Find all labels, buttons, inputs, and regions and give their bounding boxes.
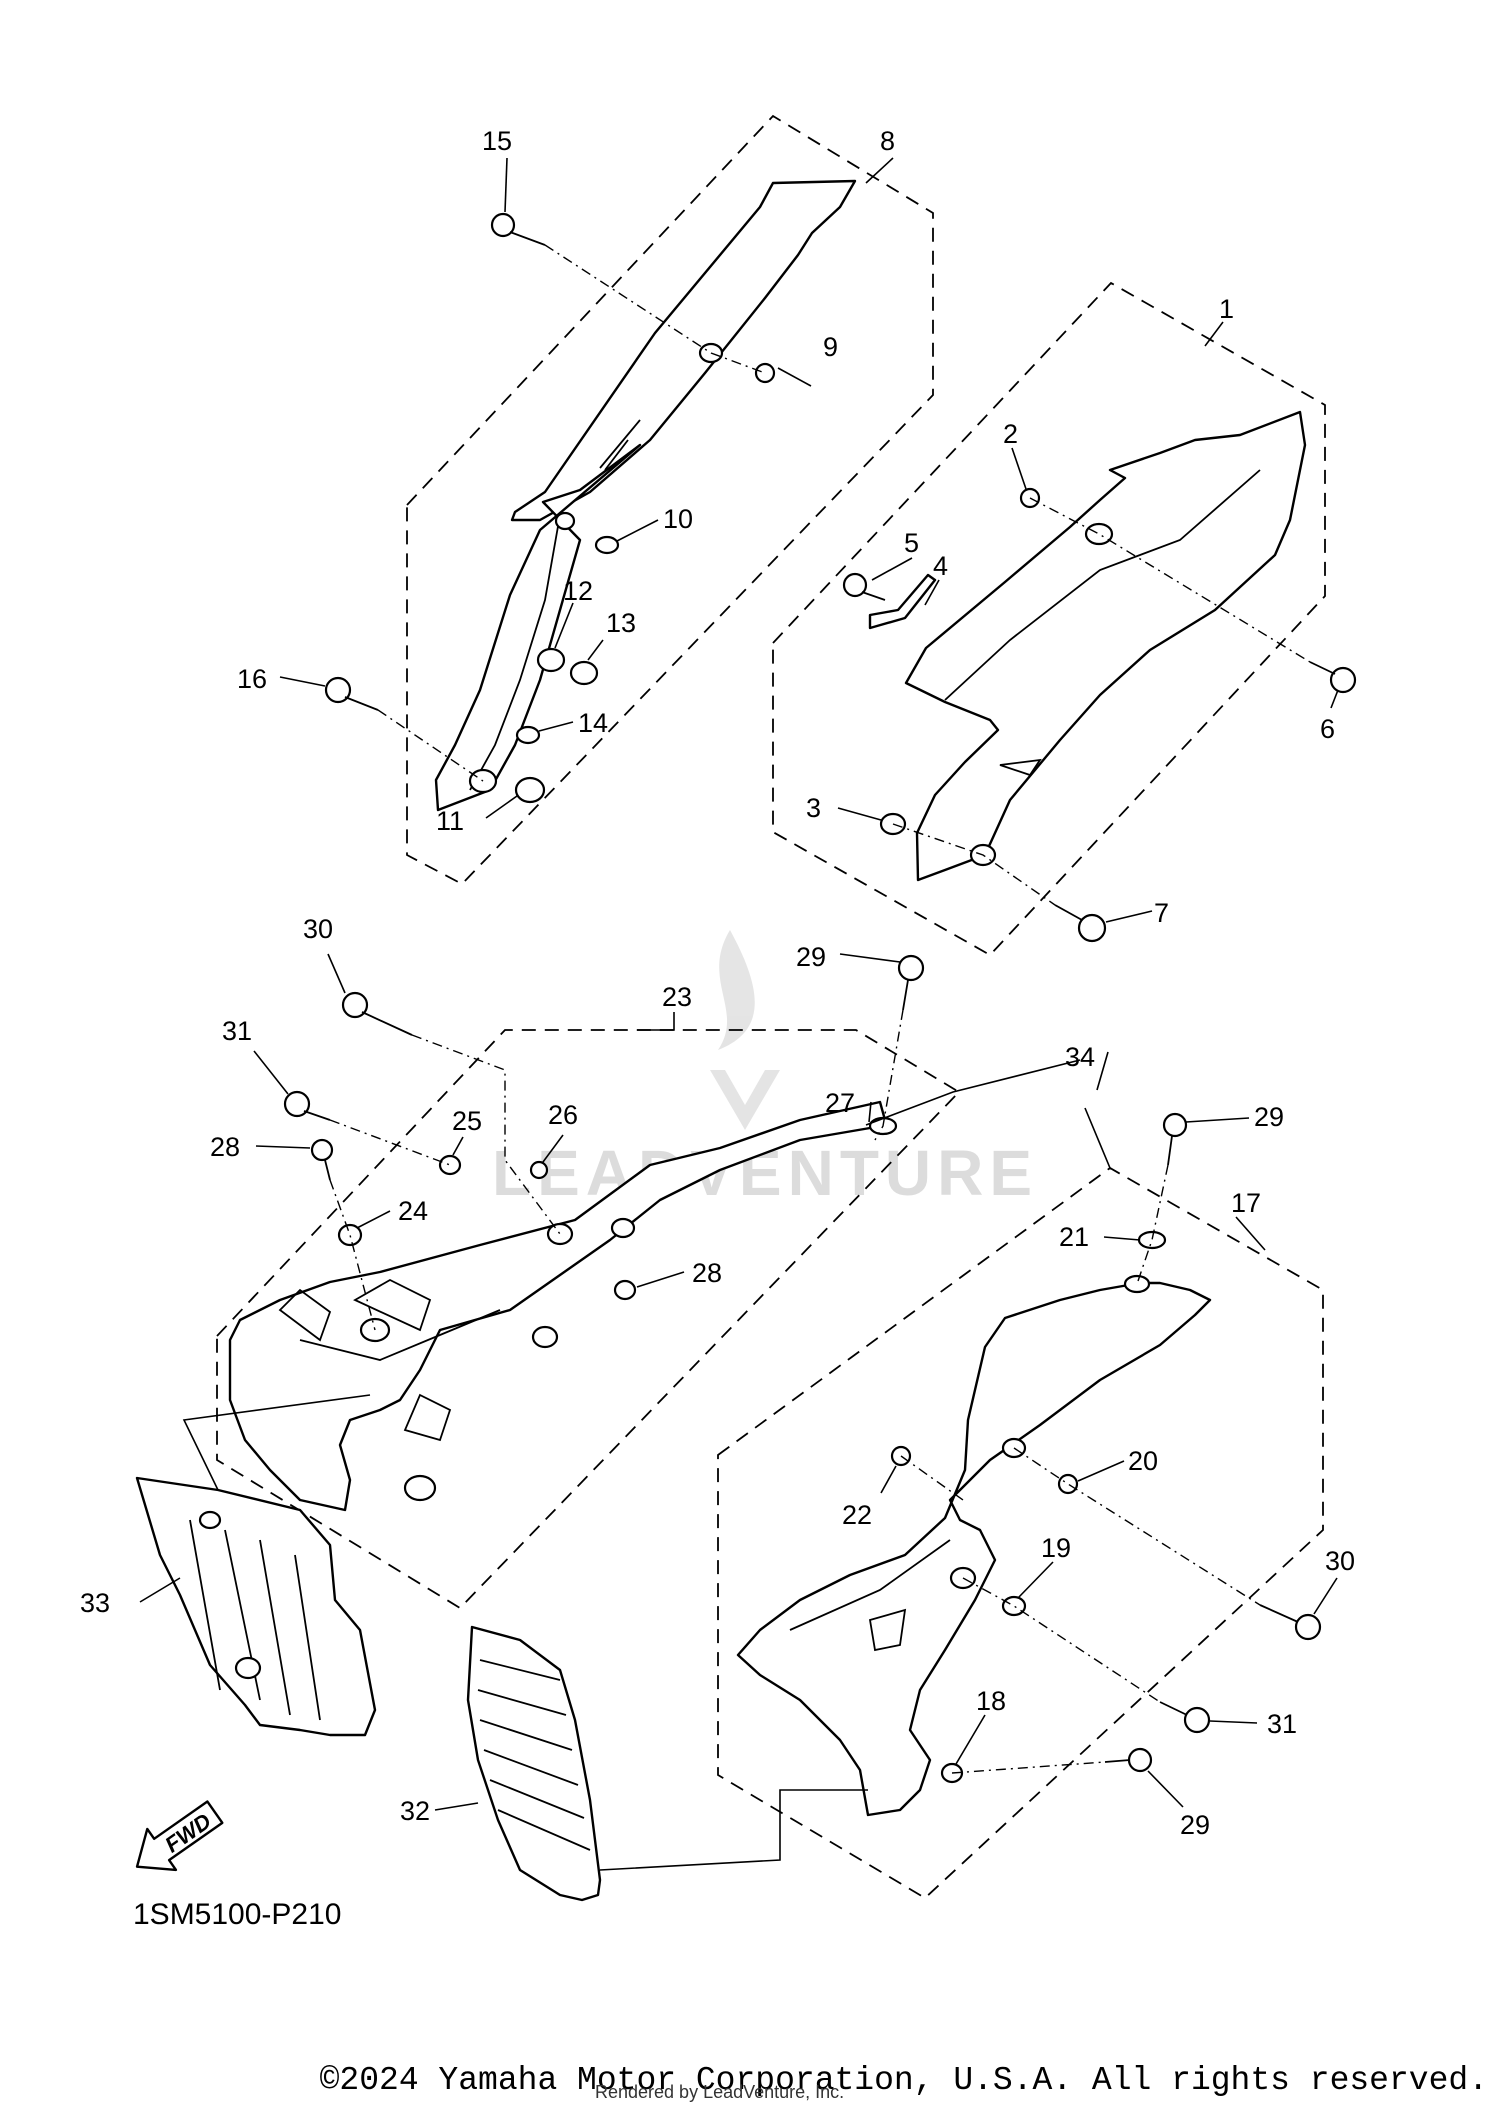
collar-28 [613,1279,637,1301]
bolt-6 [1309,661,1357,694]
callout-1: 1 [1219,294,1234,324]
callout-16: 16 [237,664,267,694]
washer-11 [514,776,546,804]
bracket-4 [868,573,937,630]
leader-lines [139,157,1339,1811]
assembly-axes [329,244,1311,1774]
part-34-scoop [228,1100,887,1512]
callout-28: 28 [692,1258,722,1288]
callout-29-lower: 29 [1180,1810,1210,1840]
collar-13 [569,660,599,686]
callout-20: 20 [1128,1446,1158,1476]
group-outline-1 [772,281,1326,957]
callout-17: 17 [1231,1188,1261,1218]
fwd-arrow-icon: FWD [135,1800,224,1872]
callout-5: 5 [904,528,919,558]
callout-13: 13 [606,608,636,638]
part-8-side-cover [434,179,857,812]
callout-30-lower: 30 [1325,1546,1355,1576]
callout-32: 32 [400,1796,430,1826]
callout-29-right: 29 [1254,1102,1284,1132]
nut-9 [754,362,776,384]
watermark: LEADVENTURE [492,930,1032,1209]
callout-29-left: 28 [210,1132,240,1162]
callout-31-upper: 31 [222,1016,252,1046]
bolt-30-upper [341,991,413,1036]
bolt-31-lower [1159,1701,1211,1734]
callout-23: 23 [662,982,692,1012]
group-outline-17 [717,1166,1324,1900]
collar-25 [438,1154,462,1176]
callout-7: 7 [1154,898,1169,928]
callout-4: 4 [933,551,948,581]
callout-6: 6 [1320,714,1335,744]
washer-19 [1001,1595,1027,1617]
callout-26: 26 [548,1100,578,1130]
callout-21: 21 [1059,1222,1089,1252]
nut-20 [1057,1473,1079,1495]
bolt-15 [490,212,546,246]
callout-14: 14 [578,708,608,738]
callout-27: 27 [825,1088,855,1118]
callout-19: 19 [1041,1533,1071,1563]
connector-33 [182,1394,371,1491]
bolt-31-upper [283,1090,331,1121]
callouts: 15 8 9 1 2 10 5 4 12 13 16 14 6 3 11 7 3… [80,126,1355,1840]
callout-31-lower: 31 [1267,1709,1297,1739]
grommet-24 [337,1223,363,1247]
callout-33: 33 [80,1588,110,1618]
washer-14 [515,725,541,745]
bolt-29-right [1162,1112,1188,1166]
callout-29-top: 29 [796,942,826,972]
bolt-30-lower [1259,1604,1322,1641]
grommet-12 [536,647,566,673]
washer-10 [594,535,620,555]
callout-8: 8 [880,126,895,156]
part-32-radiator-guard [466,1625,602,1902]
nut-26 [529,1160,549,1180]
callout-18: 18 [976,1686,1006,1716]
bolt-29-lower [1104,1747,1153,1773]
washer-21 [1137,1230,1167,1250]
callout-30-upper: 30 [303,914,333,944]
part-33-radiator-guard [135,1476,377,1737]
bolt-7 [1054,904,1107,943]
bolt-16 [324,676,379,711]
group-outline-23 [216,1029,961,1610]
diagram-code: 1SM5100-P210 [133,1898,342,1931]
callout-3: 3 [806,793,821,823]
part-1-side-cover [904,410,1307,882]
callout-11: 11 [436,806,464,836]
callout-9: 9 [823,332,838,362]
callout-12: 12 [563,576,593,606]
bolt-29-top [897,954,925,1011]
callout-22: 22 [842,1500,872,1530]
callout-25: 25 [452,1106,482,1136]
copyright-notice: ©2024 Yamaha Motor Corporation, U.S.A. A… [319,2062,1488,2099]
callout-2: 2 [1003,419,1018,449]
bolt-29-left [310,1138,334,1181]
callout-15: 15 [482,126,512,156]
callout-24: 24 [398,1196,428,1226]
callout-34: 34 [1065,1042,1095,1072]
connector-32 [599,1789,868,1871]
group-outline-8 [406,114,934,886]
callout-10: 10 [663,504,693,534]
rendered-by-note: Rendered by LeadVenture, Inc. [595,2082,845,2102]
bolt-5 [842,572,886,601]
